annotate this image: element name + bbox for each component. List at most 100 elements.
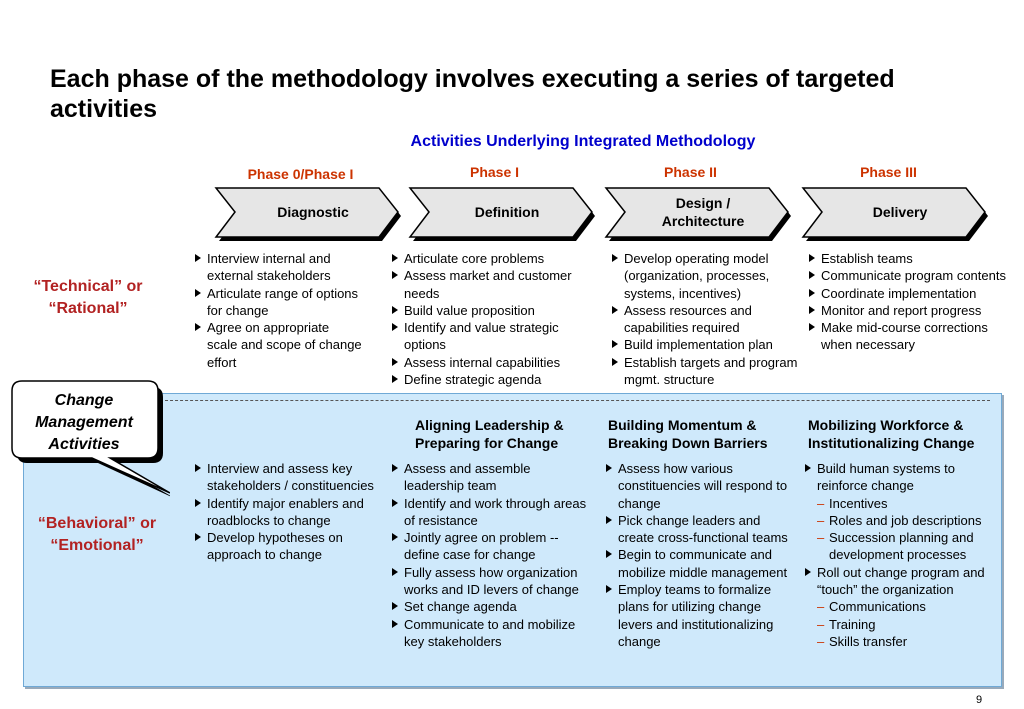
triangle-bullet-icon <box>392 323 398 332</box>
callout-text: Change Management Activities <box>35 392 133 453</box>
bullet-item: Identify and work through areas of resis… <box>390 495 590 530</box>
triangle-bullet-icon <box>809 323 815 332</box>
phase-chevron-design: Design / Architecture <box>604 187 794 241</box>
bullet-item: –Succession planning and development pro… <box>803 529 1008 564</box>
bullet-item: Communicate to and mobilize key stakehol… <box>390 616 590 651</box>
bullet-item: –Skills transfer <box>803 633 1008 650</box>
bullet-item: –Training <box>803 616 1008 633</box>
triangle-bullet-icon <box>392 375 398 384</box>
triangle-bullet-icon <box>809 305 815 314</box>
behavioral-bullets-momentum: Assess how various constituencies will r… <box>604 460 796 650</box>
bullet-item: Begin to communicate and mobilize middle… <box>604 546 796 581</box>
bullet-item: Build human systems to reinforce change <box>803 460 1008 495</box>
triangle-bullet-icon <box>606 515 612 524</box>
bullet-item: Articulate core problems <box>390 250 590 267</box>
dash-icon: – <box>817 512 825 528</box>
chevron-shape <box>408 187 595 241</box>
bullet-text: Identify and work through areas of resis… <box>404 495 587 528</box>
triangle-bullet-icon <box>195 498 201 507</box>
bullet-text: Articulate range of options for change <box>207 285 359 318</box>
group-head-momentum: Building Momentum & Breaking Down Barrie… <box>608 417 768 451</box>
bullet-text: Communications <box>829 599 926 615</box>
bullet-text: Build value proposition <box>404 302 535 318</box>
technical-bullets-design: Develop operating model (organization, p… <box>610 250 798 388</box>
bullet-text: Establish teams <box>821 251 913 266</box>
bullet-item: Communicate program contents <box>807 267 1017 284</box>
triangle-bullet-icon <box>392 498 398 507</box>
page-title: Each phase of the methodology involves e… <box>50 65 895 123</box>
bullet-item: Assess resources and capabilities requir… <box>610 302 798 337</box>
chevron-shape <box>214 187 401 241</box>
phase-name-2: Design / Architecture <box>661 195 745 229</box>
bullet-text: Establish targets and program mgmt. stru… <box>624 354 798 388</box>
triangle-bullet-icon <box>195 323 201 332</box>
phase-label-0: Phase 0/Phase I <box>247 166 354 182</box>
chevron-shape <box>801 187 988 241</box>
bullet-item: –Roles and job descriptions <box>803 512 1008 529</box>
triangle-bullet-icon <box>805 464 811 472</box>
bullet-text: Set change agenda <box>404 599 517 615</box>
bullet-text: Monitor and report progress <box>821 302 982 318</box>
change-management-panel <box>23 393 1002 687</box>
bullet-item: Establish targets and program mgmt. stru… <box>610 354 798 389</box>
bullet-item: Assess market and customer needs <box>390 267 590 302</box>
triangle-bullet-icon <box>392 254 398 262</box>
triangle-bullet-icon <box>195 533 201 542</box>
triangle-bullet-icon <box>612 254 618 262</box>
dash-icon: – <box>817 599 825 615</box>
bullet-text: Employ teams to formalize plans for util… <box>618 582 774 649</box>
bullet-item: Employ teams to formalize plans for util… <box>604 581 796 650</box>
bullet-item: Jointly agree on problem -- define case … <box>390 529 590 564</box>
bullet-text: Coordinate implementation <box>821 285 977 301</box>
row-label-technical: “Technical” or “Rational” <box>33 278 143 317</box>
triangle-bullet-icon <box>612 357 618 366</box>
row-label-behavioral: “Behavioral” or “Emotional” <box>37 515 157 554</box>
phase-label-2: Phase II <box>664 164 717 180</box>
bullet-item: Articulate range of options for change <box>193 285 363 320</box>
triangle-bullet-icon <box>392 567 398 576</box>
triangle-bullet-icon <box>606 550 612 559</box>
bullet-text: Communicate program contents <box>821 268 1006 284</box>
triangle-bullet-icon <box>392 464 398 472</box>
phase-label-1: Phase I <box>469 164 520 180</box>
triangle-bullet-icon <box>809 288 815 297</box>
phase-name-0: Diagnostic <box>277 204 349 220</box>
technical-bullets-diagnostic: Interview internal and external stakehol… <box>193 250 363 371</box>
triangle-bullet-icon <box>195 254 201 262</box>
bullet-text: Succession planning and development proc… <box>829 530 974 563</box>
bullet-item: Define strategic agenda <box>390 371 590 388</box>
bullet-text: Training <box>829 616 876 632</box>
bullet-text: Skills transfer <box>829 633 908 649</box>
bullet-text: Assess market and customer needs <box>404 268 572 301</box>
bullet-text: Identify major enablers and roadblocks t… <box>207 495 364 528</box>
bullet-text: Articulate core problems <box>404 251 545 266</box>
triangle-bullet-icon <box>809 254 815 262</box>
dashed-divider <box>160 400 990 401</box>
bullet-item: Make mid-course corrections when necessa… <box>807 319 1017 354</box>
triangle-bullet-icon <box>606 464 612 472</box>
phase-name-1: Definition <box>474 204 540 220</box>
triangle-bullet-icon <box>392 533 398 542</box>
triangle-bullet-icon <box>809 271 815 280</box>
triangle-bullet-icon <box>195 464 201 472</box>
triangle-bullet-icon <box>612 340 618 349</box>
bullet-item: Pick change leaders and create cross-fun… <box>604 512 796 547</box>
bullet-text: Roles and job descriptions <box>829 512 982 528</box>
bullet-item: Establish teams <box>807 250 1017 267</box>
bullet-item: Interview internal and external stakehol… <box>193 250 363 285</box>
bullet-text: Begin to communicate and mobilize middle… <box>618 547 788 580</box>
triangle-bullet-icon <box>392 357 398 366</box>
triangle-bullet-icon <box>606 585 612 594</box>
bullet-text: Agree on appropriate scale and scope of … <box>207 320 362 370</box>
bullet-text: Build human systems to reinforce change <box>817 461 956 494</box>
behavioral-bullets-mobilizing: Build human systems to reinforce change–… <box>803 460 1008 650</box>
behavioral-bullets-diagnostic: Interview and assess key stakeholders / … <box>193 460 375 564</box>
bullet-item: Set change agenda <box>390 598 590 615</box>
dash-icon: – <box>817 633 825 649</box>
bullet-item: Coordinate implementation <box>807 285 1017 302</box>
bullet-text: Assess how various constituencies will r… <box>618 461 788 511</box>
bullet-item: Interview and assess key stakeholders / … <box>193 460 375 495</box>
bullet-item: Agree on appropriate scale and scope of … <box>193 319 363 371</box>
page-number: 9 <box>976 694 983 706</box>
bullet-item: –Incentives <box>803 495 1008 512</box>
